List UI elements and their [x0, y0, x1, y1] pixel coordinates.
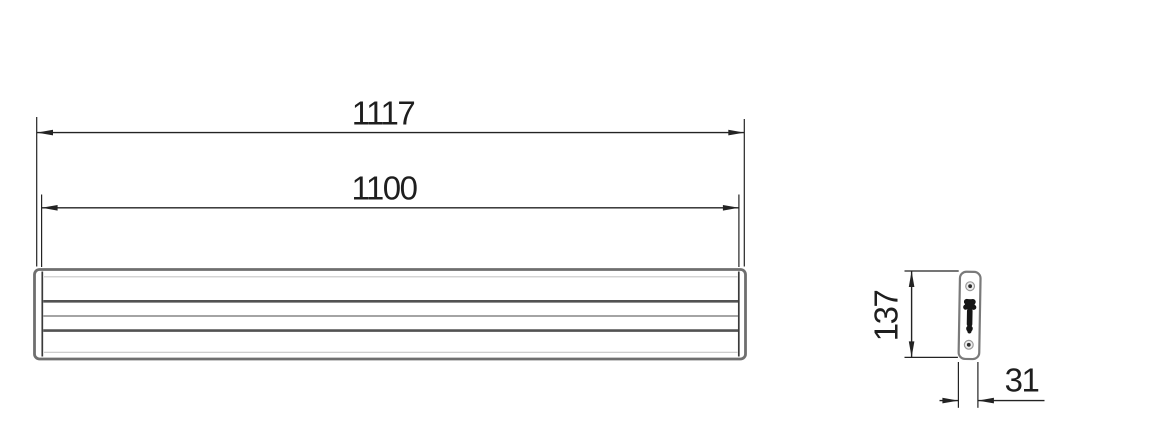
mounting-clip-icon: [963, 298, 977, 334]
dimension-label-visible-length: 1100: [352, 170, 418, 207]
arrow-left-icon: [977, 397, 994, 404]
screw-hole-top-center: [968, 284, 973, 289]
front-view: [33, 268, 747, 361]
arrow-right-icon: [722, 205, 739, 211]
dimension-label-height: 137: [868, 291, 905, 342]
dimension-visible-length: 1100: [40, 170, 740, 267]
dimension-label-overall-length: 1117: [352, 95, 415, 132]
arrow-right-icon: [728, 129, 745, 136]
side-view: [957, 270, 982, 361]
dimension-height: 137: [868, 270, 959, 358]
arrow-left-icon: [37, 129, 53, 136]
screw-hole-bottom-center: [966, 342, 971, 347]
arrow-left-icon: [41, 205, 58, 211]
arrow-right-icon: [942, 397, 959, 404]
arrow-up-icon: [908, 271, 915, 287]
dimension-depth: 31: [939, 362, 1045, 408]
arrow-down-icon: [908, 341, 915, 358]
dimension-overall-length: 1117: [36, 95, 745, 267]
dimension-label-depth: 31: [1005, 362, 1039, 399]
front-view-outline: [33, 268, 747, 361]
